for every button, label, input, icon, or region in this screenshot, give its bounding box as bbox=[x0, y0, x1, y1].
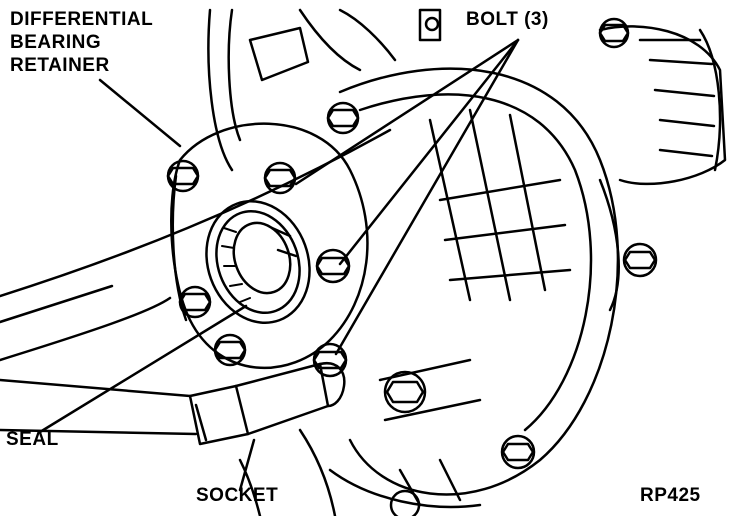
leader-bolt-2 bbox=[338, 38, 520, 266]
leader-socket bbox=[238, 438, 256, 492]
leader-retainer bbox=[98, 78, 182, 148]
figure-id-label: RP425 bbox=[640, 485, 701, 506]
leader-lines bbox=[38, 38, 520, 492]
socket-extension bbox=[0, 361, 346, 446]
seal-label: SEAL bbox=[6, 429, 59, 450]
leader-bolt-1 bbox=[294, 38, 520, 186]
axle-tube bbox=[598, 25, 727, 312]
leader-bolt-3 bbox=[334, 38, 520, 356]
retainer-label: DIFFERENTIAL BEARING RETAINER bbox=[10, 8, 153, 77]
socket-label: SOCKET bbox=[196, 485, 279, 506]
retainer-label-line3: RETAINER bbox=[10, 55, 110, 76]
leader-seal bbox=[38, 304, 248, 434]
bearing-retainer bbox=[166, 122, 369, 378]
axle-seal bbox=[205, 200, 311, 324]
housing-bolts bbox=[326, 17, 658, 516]
retainer-label-line1: DIFFERENTIAL bbox=[10, 9, 154, 30]
retainer-label-line2: BEARING bbox=[10, 32, 102, 53]
bolt-label: BOLT (3) bbox=[466, 9, 549, 30]
